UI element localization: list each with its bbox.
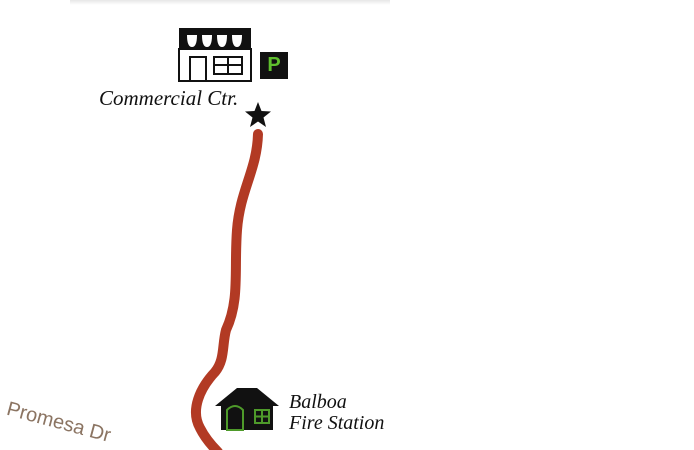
- fire-station-label-line2: Fire Station: [289, 412, 385, 434]
- star-icon[interactable]: [244, 101, 272, 129]
- fire-station-label-line1: Balboa: [289, 391, 347, 413]
- parking-icon[interactable]: P: [260, 52, 288, 79]
- fire-station-label: Balboa Fire Station: [289, 392, 384, 434]
- store-icon[interactable]: [178, 27, 252, 83]
- route-line: [191, 129, 263, 450]
- house-icon[interactable]: [215, 386, 281, 432]
- commercial-center-label: Commercial Ctr.: [99, 86, 239, 110]
- map-top-shade: [70, 0, 390, 5]
